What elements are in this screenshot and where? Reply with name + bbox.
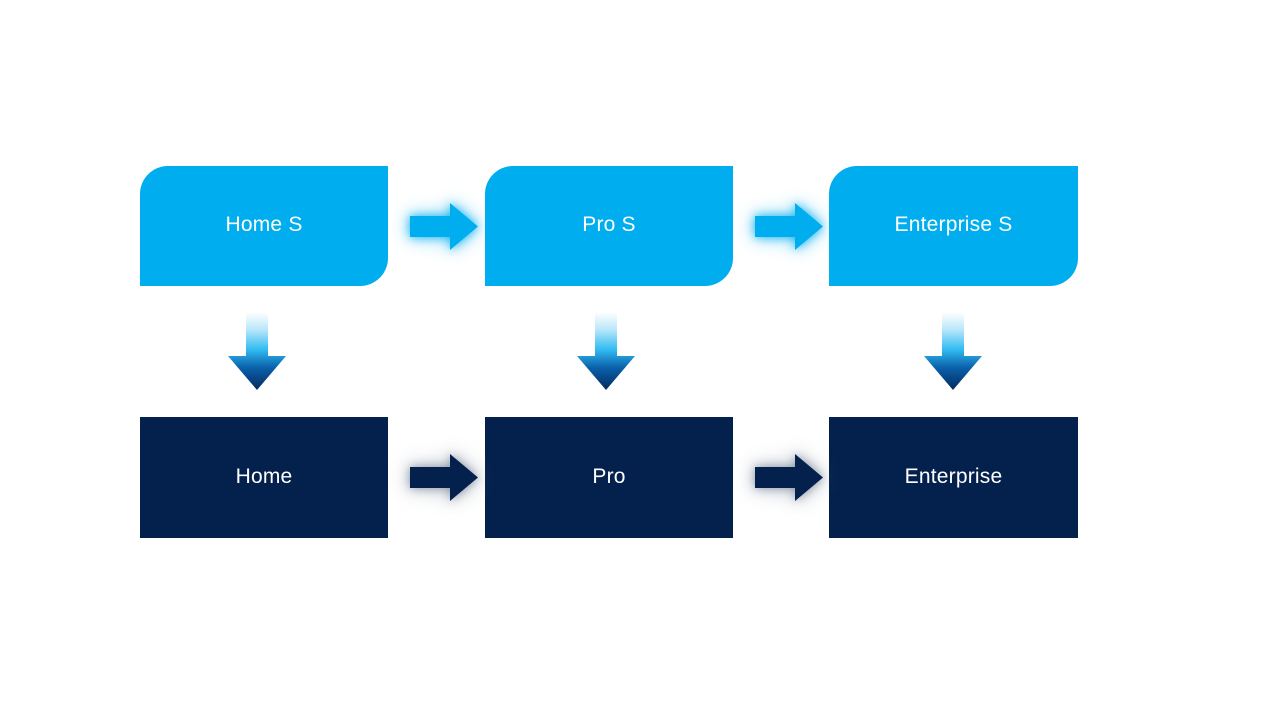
node-label: Home S — [225, 213, 303, 237]
node-home-s[interactable]: Home S — [140, 166, 388, 286]
node-enterprise[interactable]: Enterprise — [829, 417, 1078, 538]
node-pro-s[interactable]: Pro S — [485, 166, 733, 286]
down-arrow-icon[interactable] — [228, 312, 286, 390]
right-arrow-icon[interactable] — [410, 454, 478, 501]
down-arrow-icon[interactable] — [577, 312, 635, 390]
right-arrow-icon[interactable] — [755, 203, 823, 250]
node-label: Enterprise — [904, 464, 1003, 488]
node-pro[interactable]: Pro — [485, 417, 733, 538]
node-enterprise-s[interactable]: Enterprise S — [829, 166, 1078, 286]
node-label: Home — [235, 464, 293, 488]
node-label: Enterprise S — [894, 213, 1013, 237]
node-label: Pro — [592, 464, 626, 488]
node-home[interactable]: Home — [140, 417, 388, 538]
node-label: Pro S — [582, 213, 636, 237]
right-arrow-icon[interactable] — [755, 454, 823, 501]
down-arrow-icon[interactable] — [924, 312, 982, 390]
right-arrow-icon[interactable] — [410, 203, 478, 250]
